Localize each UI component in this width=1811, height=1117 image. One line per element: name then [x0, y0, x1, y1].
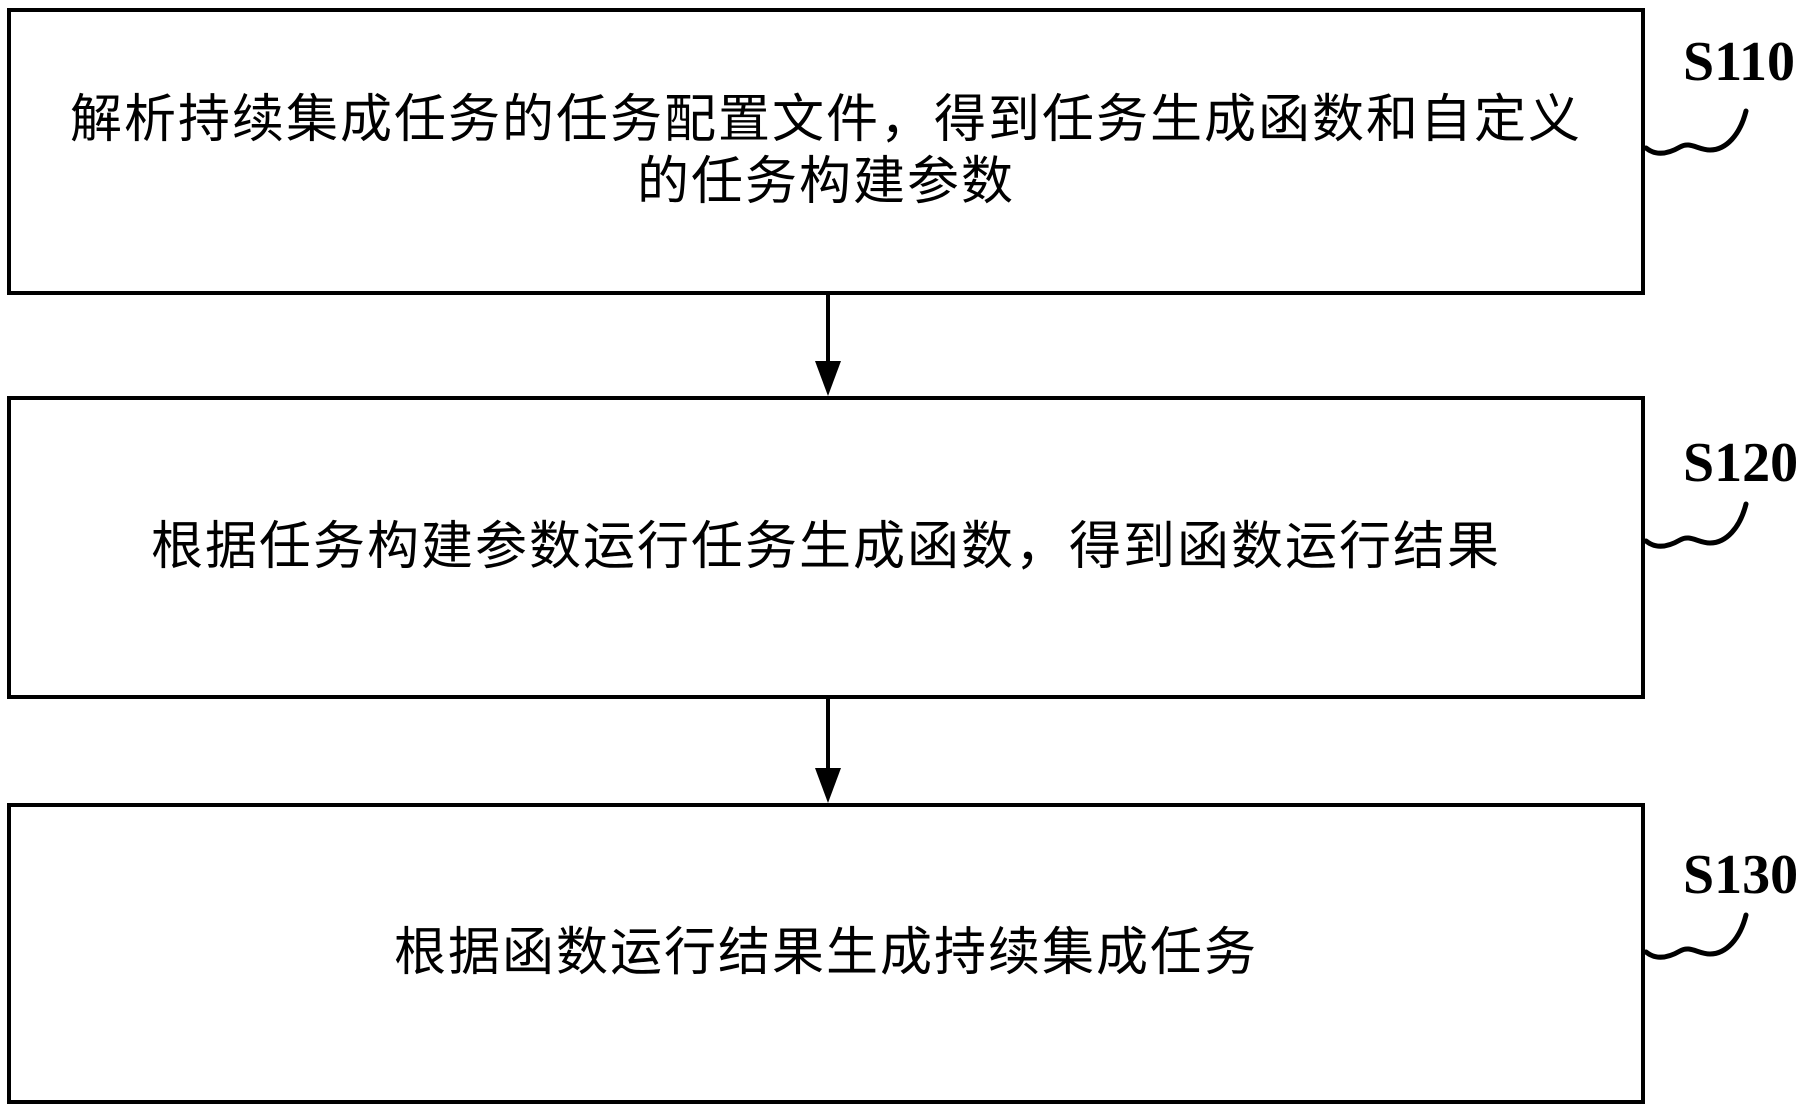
step-s120-text-line1: 根据任务构建参数运行任务生成函数，得到函数运行结果 [150, 518, 1501, 576]
arrow-shaft [826, 295, 830, 363]
flow-arrow-1 [815, 295, 841, 396]
squiggle-connector-s110 [1643, 108, 1749, 156]
step-box-s130: 根据函数运行结果生成持续集成任务 [7, 803, 1645, 1104]
arrow-head-down-icon [815, 768, 841, 803]
step-s110-text-line1: 解析持续集成任务的任务配置文件，得到任务生成函数和自定义 [69, 91, 1582, 149]
flow-arrow-2 [815, 699, 841, 803]
step-box-s110: 解析持续集成任务的任务配置文件，得到任务生成函数和自定义 的任务构建参数 [7, 8, 1645, 295]
step-label-s130: S130 [1683, 844, 1799, 906]
step-s130-text-line1: 根据函数运行结果生成持续集成任务 [393, 924, 1258, 982]
squiggle-connector-s120 [1643, 501, 1749, 549]
step-label-s120: S120 [1683, 432, 1799, 494]
step-box-s120: 根据任务构建参数运行任务生成函数，得到函数运行结果 [7, 396, 1645, 699]
step-label-s110: S110 [1683, 31, 1796, 93]
arrow-head-down-icon [815, 361, 841, 396]
step-s110-text-line2: 的任务构建参数 [636, 153, 1015, 211]
arrow-shaft [826, 699, 830, 770]
squiggle-connector-s130 [1643, 912, 1749, 960]
